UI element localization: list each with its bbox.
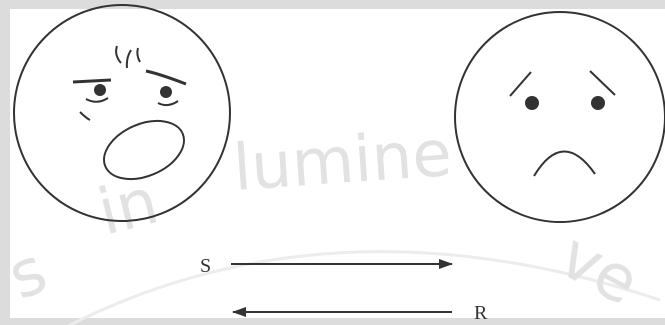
receiver-arrow: R <box>232 302 488 324</box>
receiver-label: R <box>474 302 488 324</box>
frame-edge-bottom <box>0 318 665 325</box>
watermark-text-in: in <box>91 165 166 251</box>
sender-arrow: S <box>200 255 453 277</box>
frame-edge-top <box>0 0 665 9</box>
watermark-text-end: ve <box>547 219 650 321</box>
sad-face-icon <box>454 11 665 223</box>
sender-label: S <box>200 255 211 277</box>
angry-face-icon <box>13 4 231 222</box>
watermark: s in lumine ve <box>0 117 661 325</box>
frame-edge-left <box>0 0 10 325</box>
watermark-text-lumine: lumine <box>231 117 454 206</box>
watermark-text-start: s <box>0 234 57 315</box>
